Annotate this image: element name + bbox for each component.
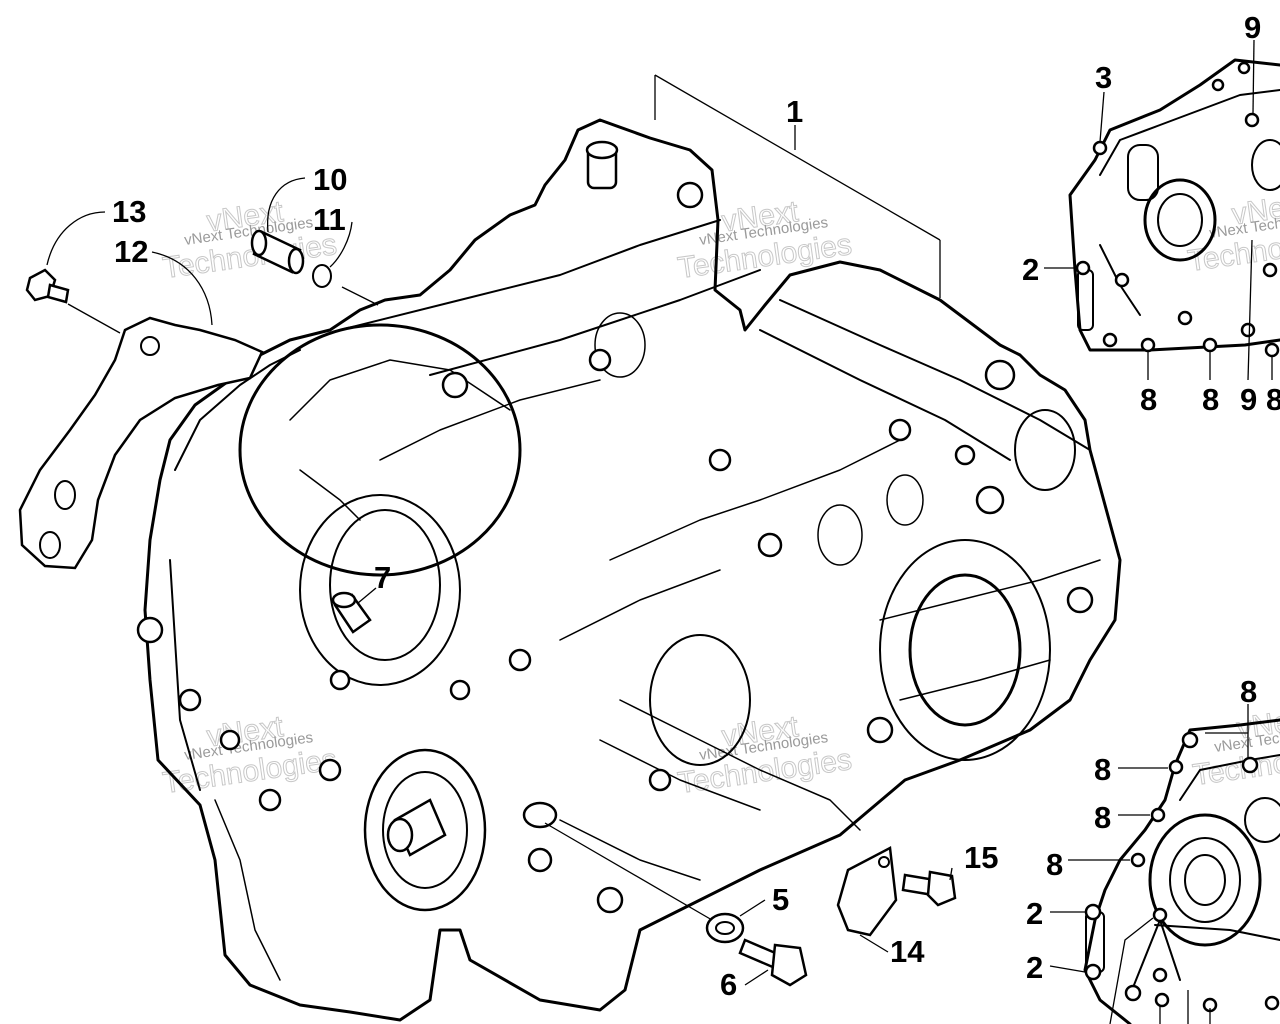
right-bottom-case-detail (1083, 718, 1280, 1024)
callout-5: 5 (772, 882, 789, 917)
screw-15 (901, 870, 957, 907)
crankcase-rail (339, 219, 721, 331)
drain-bolt-6 (738, 938, 808, 987)
filler-neck (585, 140, 619, 190)
bolt-bosses (136, 181, 1094, 914)
crankcase-outline (143, 118, 1122, 1022)
callout-2-top: 2 (1022, 252, 1039, 287)
callout-8-br-a: 8 (1094, 752, 1111, 787)
o-ring-11 (312, 264, 332, 288)
callout-7: 7 (374, 560, 391, 595)
watermark-6: vNext Technologies vNext Technologies (1190, 702, 1280, 793)
right-bores (594, 312, 1076, 766)
callout-labels: 1 13 12 10 11 7 5 6 14 15 9 3 2 8 8 9 8 … (112, 10, 1280, 1002)
washer-5 (705, 912, 745, 944)
callout-8-br-c: 8 (1046, 847, 1063, 882)
left-flange (214, 799, 281, 981)
drain-port (522, 801, 558, 829)
callout-10: 10 (313, 162, 347, 197)
callout-8-br-b: 8 (1094, 800, 1111, 835)
callout-9-bottom: 9 (1240, 382, 1257, 417)
left-flange (174, 349, 301, 471)
crankcase-assembly (136, 118, 1122, 1022)
crankcase-rail (609, 439, 901, 561)
bolt-13 (25, 268, 70, 304)
crankcase-rail (879, 559, 1101, 621)
callout-8-top-b: 8 (1202, 382, 1219, 417)
crankcase-rail (899, 659, 1051, 701)
bracket-12 (18, 316, 264, 570)
crankcase-rail (759, 329, 1011, 461)
callout-14: 14 (890, 934, 925, 969)
plate-14-hole (878, 856, 890, 868)
callout-12: 12 (114, 234, 148, 269)
left-bore (238, 323, 522, 686)
watermark-5: vNext Technologies vNext Technologies (675, 710, 854, 801)
callout-8-br-top: 8 (1240, 674, 1257, 709)
dowel-pin-7 (331, 591, 372, 634)
watermark-3: vNext Technologies vNext Technologies (1185, 188, 1280, 279)
crankcase-rail (379, 379, 601, 461)
callout-9-top: 9 (1244, 10, 1261, 45)
plate-14 (836, 846, 898, 937)
crankcase-rail (619, 699, 861, 831)
callout-8-top-a: 8 (1140, 382, 1157, 417)
sleeve-10 (250, 229, 305, 275)
callout-13: 13 (112, 194, 146, 229)
crankcase-rail (559, 569, 721, 641)
callout-15: 15 (964, 840, 998, 875)
crankcase-rail (599, 739, 761, 811)
right-top-case-detail (1068, 58, 1280, 358)
crankcase-rail (559, 819, 701, 881)
callout-2-br-a: 2 (1026, 896, 1043, 931)
callout-11: 11 (313, 202, 346, 237)
output-flange (363, 748, 487, 912)
callout-2-br-b: 2 (1026, 950, 1043, 985)
leader-lines (46, 39, 1273, 1024)
crankcase-rail (429, 269, 761, 376)
callout-8-top-c: 8 (1266, 382, 1280, 417)
watermark-1: vNext Technologies vNext Technologies (160, 195, 339, 286)
left-flange (169, 559, 201, 791)
callout-1: 1 (786, 94, 803, 129)
watermark-group: vNext Technologies vNext Technologies vN… (160, 188, 1280, 801)
callout-3: 3 (1095, 60, 1112, 95)
callout-6: 6 (720, 967, 737, 1002)
crankcase-rail (779, 299, 1091, 451)
